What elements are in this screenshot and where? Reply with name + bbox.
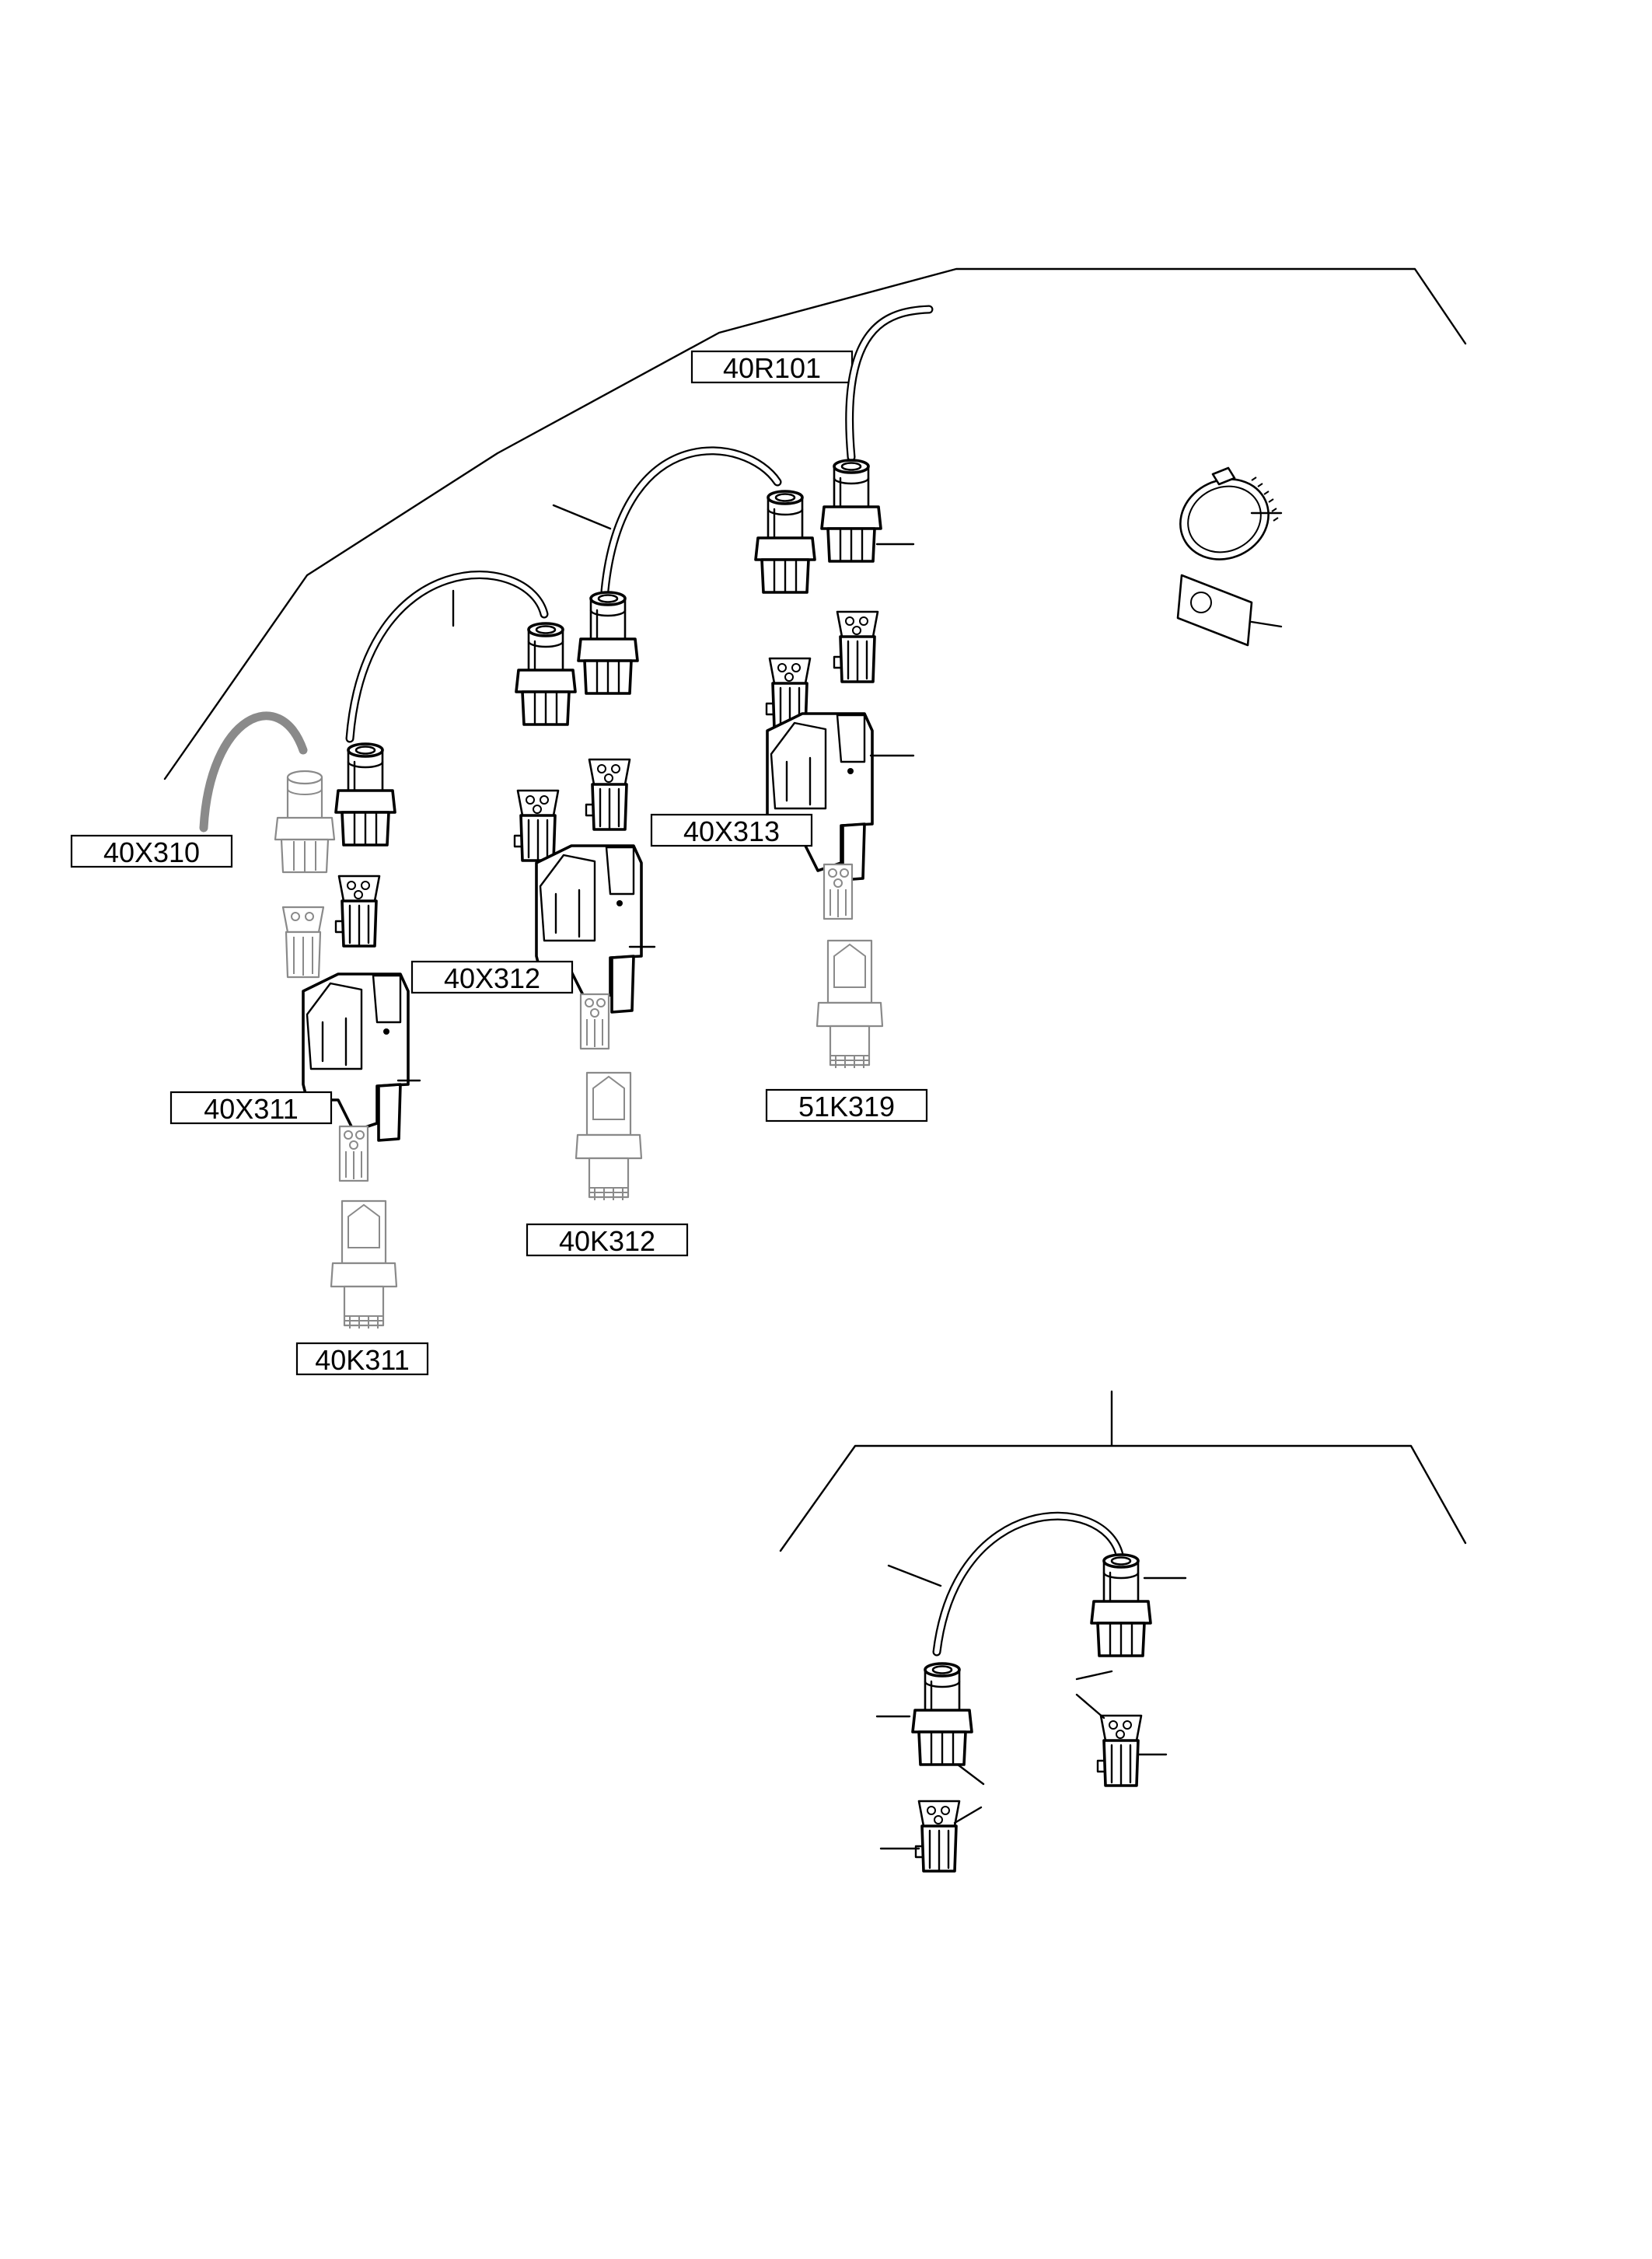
housing-jumper-left [585,758,631,831]
housing-jumper2-left [334,875,381,948]
label-40K311-text: 40K311 [315,1344,409,1376]
cable-tie [1179,466,1279,560]
callout-line-cable-bottom [887,1564,942,1587]
label-40R101-text: 40R101 [723,352,821,384]
cable-bottom [932,1511,1124,1657]
cable-jumper-x311-x312 [345,571,549,743]
callout-line-jumper [552,504,612,530]
plug-jumper2-right [515,622,577,726]
label-40X310-text: 40X310 [103,836,200,868]
label-40X311: 40X311 [169,1091,333,1125]
callout-line-washer [1250,620,1283,628]
housing-jumper2-right [513,789,560,862]
cable-40R101 [845,305,934,462]
bracket-40X313 [766,712,874,882]
insert-40X313 [823,863,854,920]
label-40X312-text: 40X312 [444,962,540,994]
label-40X313-text: 40X313 [683,815,780,847]
insert-40X312 [579,993,610,1050]
cable-jumper-x312-x313 [600,446,782,595]
label-40K311: 40K311 [295,1342,429,1376]
top-assembly-leader [163,267,1467,780]
label-40R101: 40R101 [690,350,854,384]
label-51K319-text: 51K319 [798,1091,895,1123]
plug-jumper-left [577,591,639,695]
label-40X312: 40X312 [410,960,574,994]
plug-40R101 [820,459,882,563]
relay-40K311 [330,1199,398,1330]
plug-bottom-right [1090,1553,1152,1657]
callout-line-housing-bottom-left-top [953,1806,983,1824]
housing-40R101 [833,610,879,683]
label-40K312: 40K312 [526,1223,689,1257]
callout-line-plug-bottom-right-pins [1075,1670,1113,1681]
bottom-assembly-leader [779,1390,1467,1552]
plug-40X310 [274,770,336,874]
housing-bottom-left [914,1800,961,1873]
plug-jumper-right [754,490,816,594]
housing-bottom-right [1096,1714,1143,1787]
label-40X311-text: 40X311 [204,1093,298,1125]
plug-bottom-left [911,1662,973,1766]
callout-line-plug-bottom-left-pins [956,1763,985,1786]
washer [1176,574,1253,647]
relay-51K319 [816,939,884,1070]
label-40X310: 40X310 [70,834,233,868]
housing-40X310 [281,906,325,979]
insert-40X311 [338,1125,369,1182]
label-40K312-text: 40K312 [559,1225,655,1257]
label-51K319: 51K319 [765,1088,928,1123]
label-40X313: 40X313 [650,813,813,847]
relay-40K312 [575,1071,643,1202]
callout-line-housing-bottom-right-top [1075,1693,1105,1720]
cable-40X310 [199,711,308,833]
plug-jumper2-left [334,742,396,847]
